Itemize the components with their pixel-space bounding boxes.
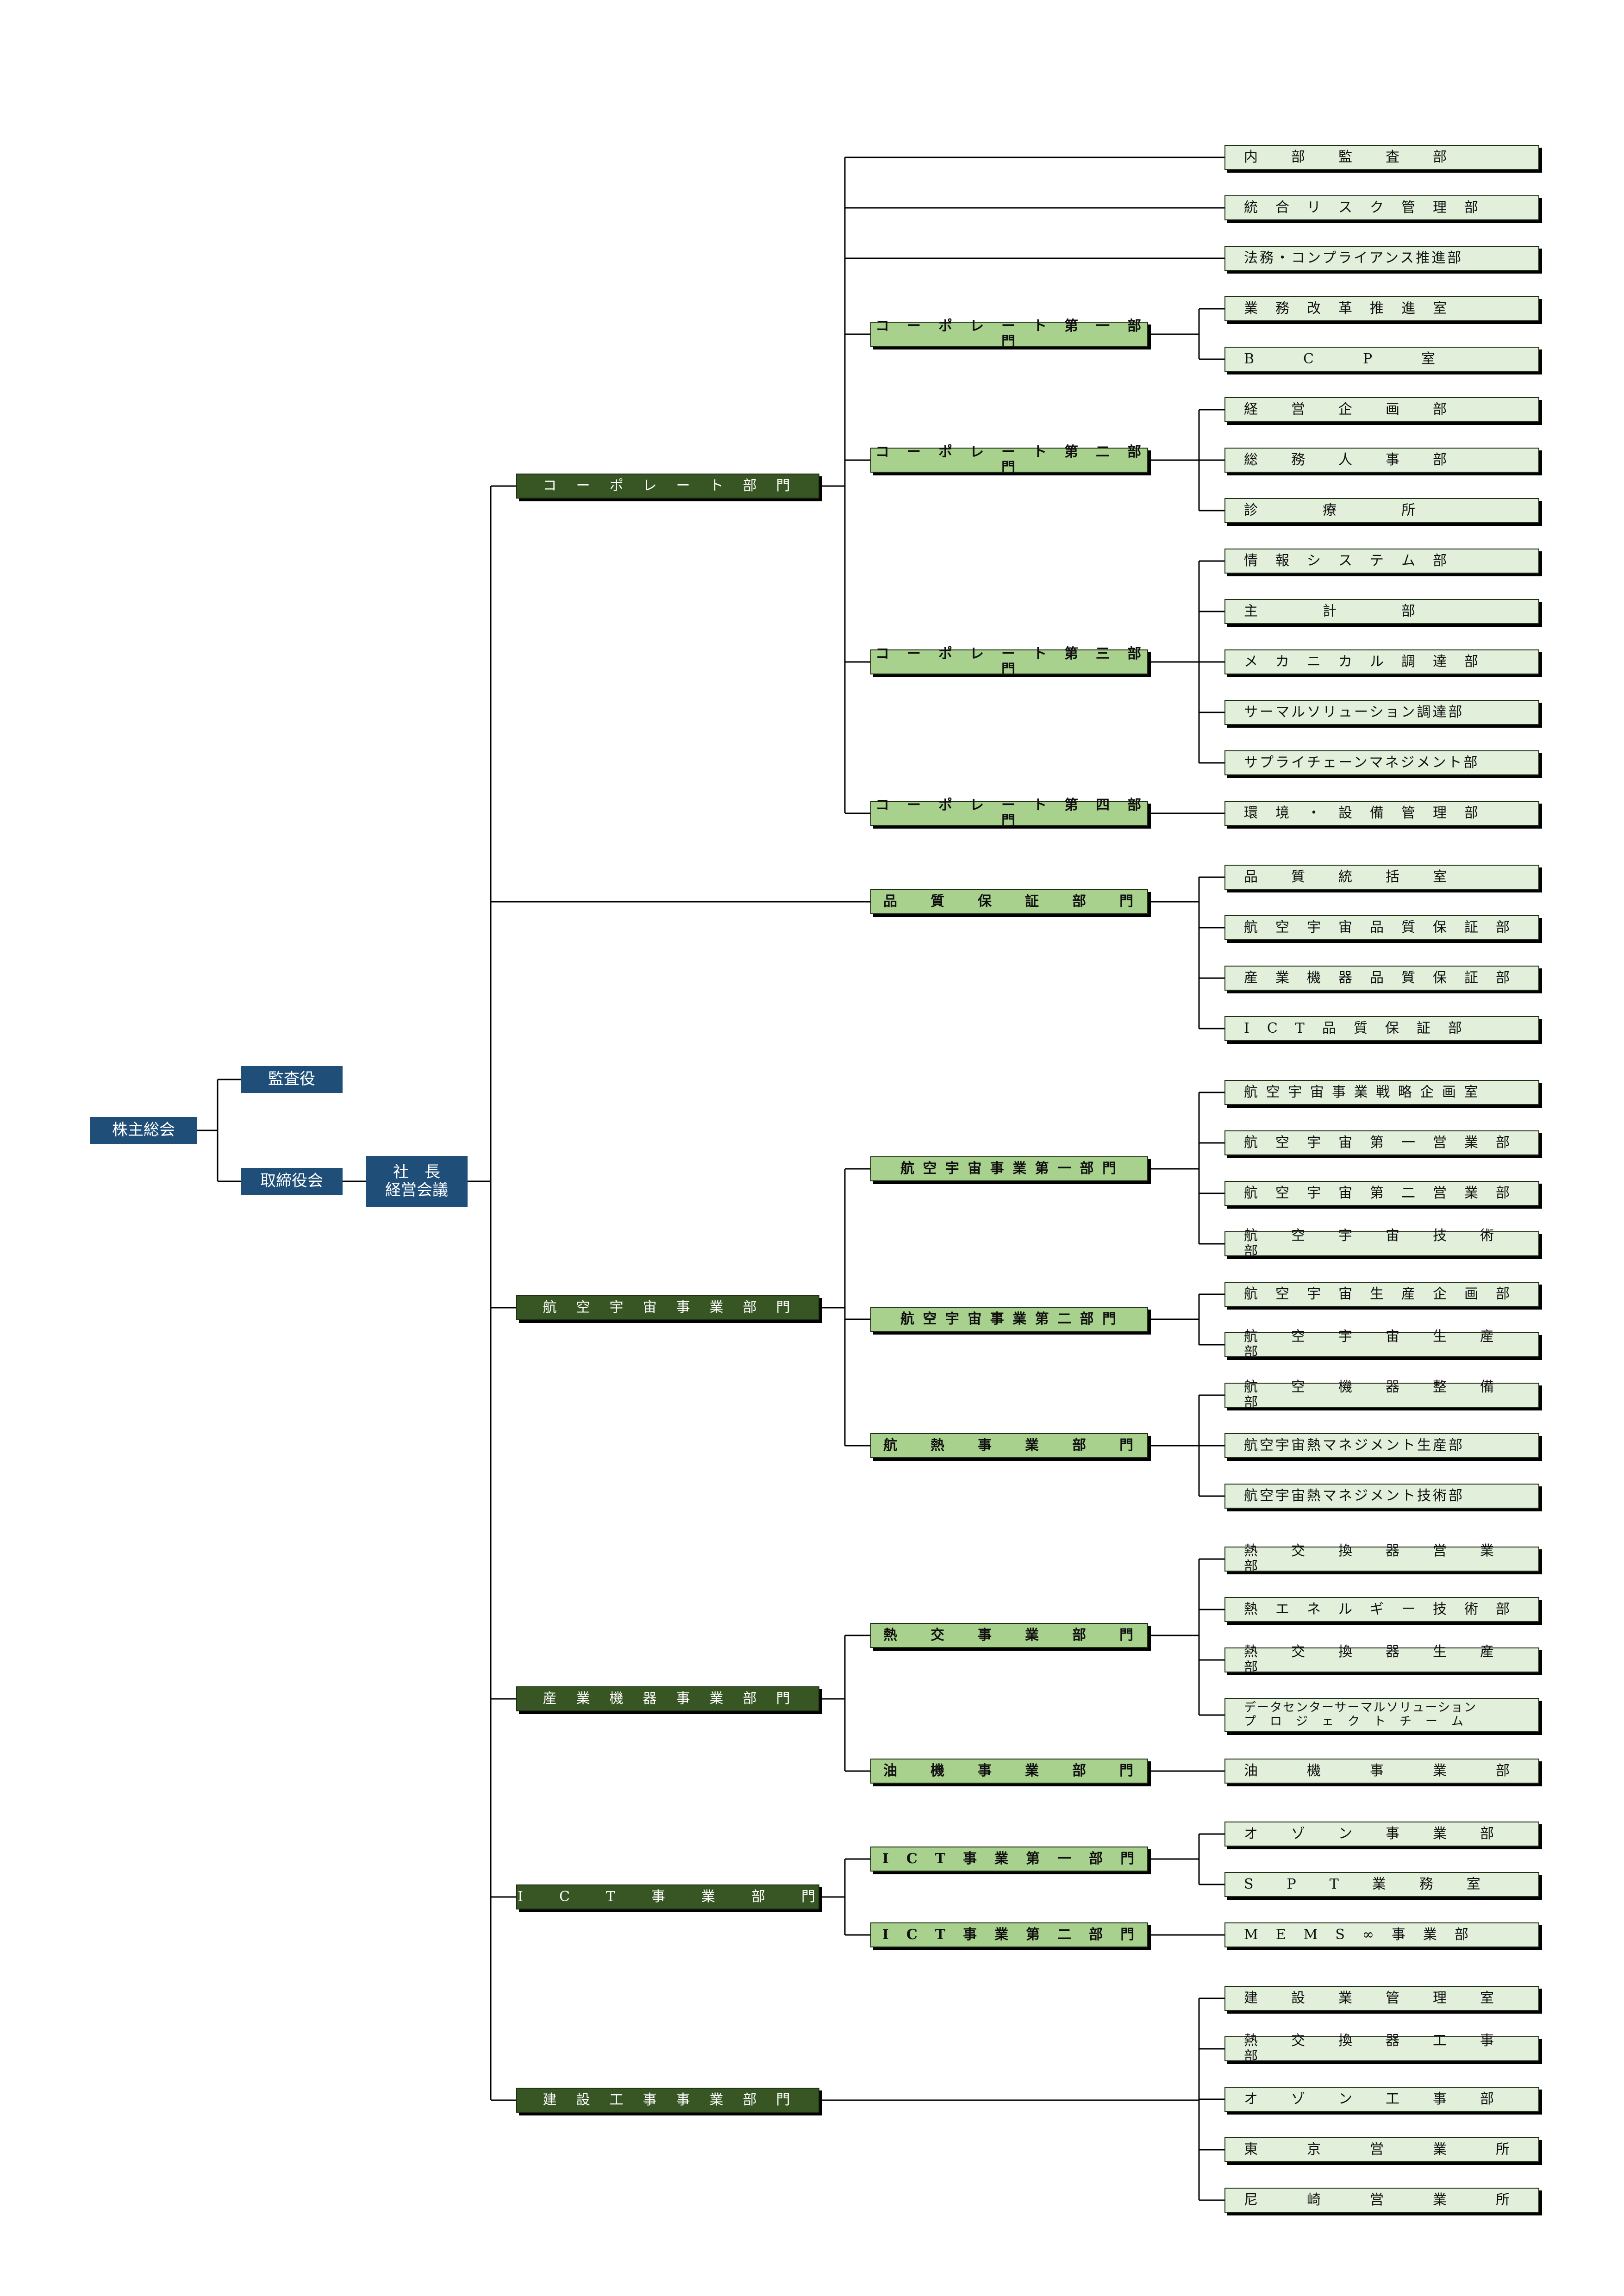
auditors-box: 監査役 <box>241 1066 343 1093</box>
dept-industrial-qa: 産 業 機 器 品 質 保 証 部 <box>1224 966 1539 991</box>
dept-heat-exchanger-sales: 熱 交 換 器 営 業 部 <box>1224 1543 1539 1575</box>
dept-clinic: 診 療 所 <box>1224 498 1539 523</box>
dept-integrated-risk: 統 合 リ ス ク 管 理 部 <box>1224 195 1539 220</box>
sub-ict-2: I C T 事 業 第 二 部 門 <box>870 1922 1148 1947</box>
dept-information-systems: 情 報 シ ス テ ム 部 <box>1224 549 1539 574</box>
sub-aero-thermal: 航 熱 事 業 部 門 <box>870 1433 1148 1458</box>
dept-hydraulics: 油 機 事 業 部 <box>1224 1759 1539 1784</box>
dept-general-affairs-hr: 総 務 人 事 部 <box>1224 448 1539 473</box>
dept-heat-exchanger-construction: 熱 交 換 器 工 事 部 <box>1224 2033 1539 2065</box>
dept-legal-compliance: 法務・コンプライアンス推進部 <box>1224 246 1539 271</box>
dept-aerospace-sales-1: 航 空 宇 宙 第 一 営 業 部 <box>1224 1130 1539 1155</box>
sub-corporate-4: コ ー ポ レ ー ト 第 四 部 門 <box>870 797 1148 829</box>
dept-datacenter-project-team: データセンターサーマルソリューション プ ロ ジ ェ ク ト チ ー ム <box>1224 1698 1539 1732</box>
dept-ict-qa: I C T 品 質 保 証 部 <box>1224 1016 1539 1041</box>
board-of-directors-box: 取締役会 <box>241 1168 343 1195</box>
dept-ozone-construction: オ ゾ ン 工 事 部 <box>1224 2087 1539 2112</box>
dept-aerospace-strategy: 航 空 宇 宙 事 業 戦 略 企 画 室 <box>1224 1080 1539 1105</box>
dept-thermal-energy-engineering: 熱 エ ネ ル ギ ー 技 術 部 <box>1224 1597 1539 1622</box>
dept-environment-facilities: 環 境 ・ 設 備 管 理 部 <box>1224 801 1539 826</box>
sub-ict-1: I C T 事 業 第 一 部 門 <box>870 1847 1148 1872</box>
sub-corporate-2: コ ー ポ レ ー ト 第 二 部 門 <box>870 444 1148 476</box>
dept-business-reform: 業 務 改 革 推 進 室 <box>1224 296 1539 321</box>
division-corporate: コ ー ポ レ ー ト 部 門 <box>516 474 819 499</box>
dept-ozone: オ ゾ ン 事 業 部 <box>1224 1822 1539 1847</box>
dept-tokyo-office: 東 京 営 業 所 <box>1224 2137 1539 2162</box>
dept-construction-management: 建 設 業 管 理 室 <box>1224 1986 1539 2011</box>
dept-aircraft-maintenance: 航 空 機 器 整 備 部 <box>1224 1379 1539 1411</box>
dept-accounting: 主 計 部 <box>1224 599 1539 624</box>
dept-aero-thermal-production: 航空宇宙熱マネジメント生産部 <box>1224 1433 1539 1458</box>
president-management-meeting-box: 社 長 経営会議 <box>366 1156 468 1207</box>
sub-aerospace-2: 航 空 宇 宙 事 業 第 二 部 門 <box>870 1307 1148 1332</box>
sub-corporate-1: コ ー ポ レ ー ト 第 一 部 門 <box>870 318 1148 350</box>
sub-quality-assurance: 品 質 保 証 部 門 <box>870 889 1148 914</box>
dept-aerospace-engineering: 航 空 宇 宙 技 術 部 <box>1224 1228 1539 1260</box>
division-aerospace: 航 空 宇 宙 事 業 部 門 <box>516 1295 819 1320</box>
dept-bcp: B C P 室 <box>1224 347 1539 372</box>
sub-hydraulics: 油 機 事 業 部 門 <box>870 1759 1148 1784</box>
dept-heat-exchanger-production: 熱 交 換 器 生 産 部 <box>1224 1644 1539 1676</box>
dept-supply-chain: サプライチェーンマネジメント部 <box>1224 750 1539 775</box>
dept-mechanical-procurement: メ カ ニ カ ル 調 達 部 <box>1224 649 1539 674</box>
sub-aerospace-1: 航 空 宇 宙 事 業 第 一 部 門 <box>870 1156 1148 1181</box>
division-industrial-equipment: 産 業 機 器 事 業 部 門 <box>516 1686 819 1711</box>
dept-mems: M E M S ∞ 事 業 部 <box>1224 1922 1539 1947</box>
dept-amagasaki-office: 尼 崎 営 業 所 <box>1224 2188 1539 2213</box>
sub-corporate-3: コ ー ポ レ ー ト 第 三 部 門 <box>870 646 1148 678</box>
division-ict: I C T 事 業 部 門 <box>516 1884 819 1909</box>
dept-aerospace-production: 航 空 宇 宙 生 産 部 <box>1224 1329 1539 1360</box>
dept-quality-control: 品 質 統 括 室 <box>1224 865 1539 890</box>
dept-spt: S P T 業 務 室 <box>1224 1872 1539 1897</box>
dept-aerospace-qa: 航 空 宇 宙 品 質 保 証 部 <box>1224 915 1539 940</box>
dept-corporate-planning: 経 営 企 画 部 <box>1224 397 1539 422</box>
dept-aerospace-sales-2: 航 空 宇 宙 第 二 営 業 部 <box>1224 1181 1539 1206</box>
dept-internal-audit: 内 部 監 査 部 <box>1224 145 1539 170</box>
dept-thermal-procurement: サーマルソリューション調達部 <box>1224 700 1539 725</box>
division-construction: 建 設 工 事 事 業 部 門 <box>516 2088 819 2113</box>
shareholders-meeting-box: 株主総会 <box>90 1117 197 1144</box>
dept-aerospace-production-planning: 航 空 宇 宙 生 産 企 画 部 <box>1224 1282 1539 1307</box>
dept-aero-thermal-engineering: 航空宇宙熱マネジメント技術部 <box>1224 1484 1539 1509</box>
sub-heat-exchanger: 熱 交 事 業 部 門 <box>870 1623 1148 1648</box>
